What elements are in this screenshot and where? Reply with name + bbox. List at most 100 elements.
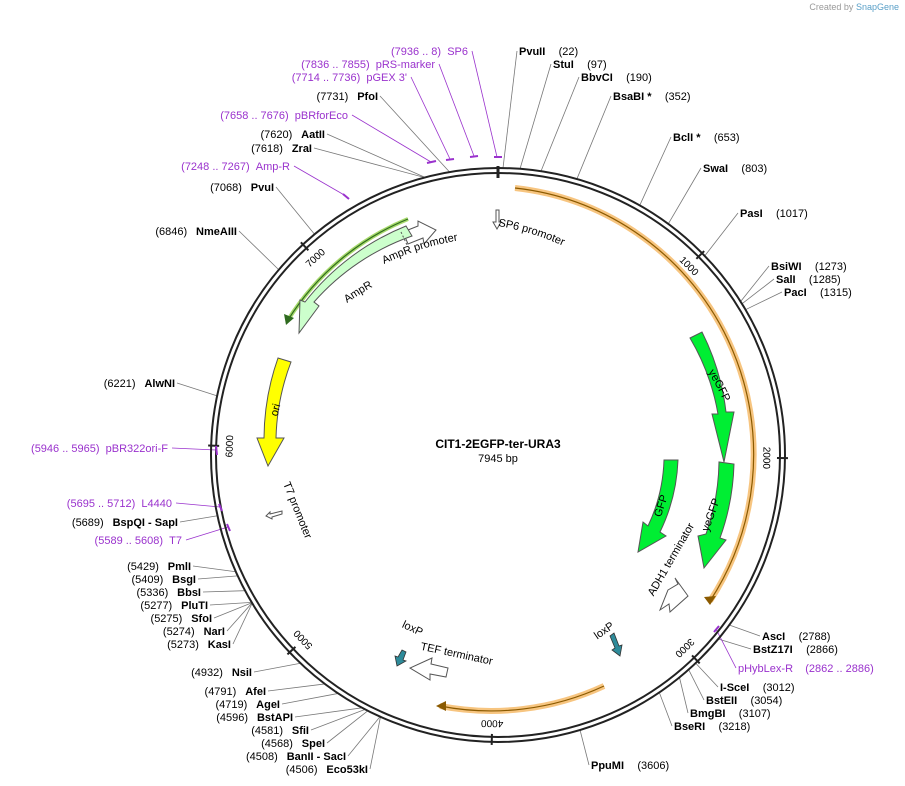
site-label-20: (4581) SfiI bbox=[251, 721, 309, 738]
ampr-promoter-arrow bbox=[402, 220, 437, 246]
site-position: (803) bbox=[741, 163, 767, 175]
site-position: (5275) bbox=[151, 613, 183, 625]
site-position: (6846) bbox=[155, 226, 187, 238]
site-leader-6 bbox=[704, 212, 739, 257]
site-leader-23 bbox=[267, 683, 325, 692]
site-leader-5 bbox=[667, 167, 702, 225]
site-position: (2866) bbox=[806, 644, 838, 656]
tick-mark-3000 bbox=[691, 654, 701, 665]
site-label-3: BsaBI * (352) bbox=[613, 87, 691, 104]
site-position: (1285) bbox=[809, 274, 841, 286]
ampr-highlight-line bbox=[287, 218, 409, 321]
site-name: SfiI bbox=[292, 725, 309, 737]
site-leader-21 bbox=[294, 707, 363, 718]
site-name: BbsI bbox=[177, 587, 201, 599]
tick-label-4000: 4000 bbox=[480, 717, 503, 728]
tef-terminator-arrow bbox=[408, 657, 449, 681]
primer-leader-0 bbox=[471, 50, 498, 158]
site-label-32: (5689) BspQI - SapI bbox=[72, 513, 178, 530]
site-name: BstZ17I bbox=[753, 644, 793, 656]
gfp-arrow bbox=[637, 459, 679, 553]
site-leader-32 bbox=[179, 515, 218, 523]
snapgene-credit: Created by SnapGene bbox=[809, 2, 899, 12]
feature-label-ori: ori bbox=[269, 403, 284, 418]
site-label-24: (4932) NsiI bbox=[191, 663, 252, 680]
site-name: AlwNI bbox=[144, 378, 175, 390]
site-position: (1315) bbox=[820, 287, 852, 299]
site-position: (5409) bbox=[131, 574, 163, 586]
site-label-35: (7068) PvuI bbox=[210, 178, 274, 195]
site-leader-13 bbox=[688, 669, 705, 701]
plasmid-name: CIT1-2EGFP-ter-URA3 bbox=[435, 437, 561, 451]
tick-mark-1000 bbox=[695, 250, 705, 260]
site-leader-7 bbox=[740, 265, 770, 302]
site-leader-16 bbox=[579, 729, 590, 766]
site-label-16: PpuMI (3606) bbox=[591, 756, 669, 773]
site-position: (5274) bbox=[163, 626, 195, 638]
tick-label-6000: 6000 bbox=[224, 435, 236, 458]
site-leader-19 bbox=[326, 710, 369, 744]
site-leader-20 bbox=[310, 709, 366, 731]
site-leader-0 bbox=[502, 50, 518, 169]
site-position: (4506) bbox=[286, 764, 318, 776]
ampr-highlight-arrow bbox=[284, 314, 294, 325]
site-label-29: (5336) BbsI bbox=[136, 583, 201, 600]
primer-label-7: (5589 .. 5608) T7 bbox=[95, 535, 182, 547]
primer-label-0: (7936 .. 8) SP6 bbox=[391, 46, 468, 58]
site-name: BspQI - SapI bbox=[113, 517, 178, 529]
site-position: (22) bbox=[559, 46, 579, 58]
feature-label-t7-promoter: T7 promoter bbox=[280, 480, 314, 540]
site-label-12: I-SceI (3012) bbox=[720, 678, 795, 695]
primer-label-5: (5946 .. 5965) pBR322ori-F bbox=[31, 443, 168, 455]
site-name: Eco53kI bbox=[326, 764, 368, 776]
site-name: PfoI bbox=[357, 91, 378, 103]
site-leader-37 bbox=[326, 133, 426, 178]
site-position: (7731) bbox=[317, 91, 349, 103]
site-position: (3012) bbox=[763, 682, 795, 694]
site-name: BstAPI bbox=[257, 712, 293, 724]
site-leader-26 bbox=[226, 602, 253, 632]
site-leader-36 bbox=[313, 147, 425, 178]
site-label-10: AscI (2788) bbox=[762, 627, 830, 644]
primer-leader-8 bbox=[715, 628, 737, 669]
site-position: (4568) bbox=[261, 738, 293, 750]
site-position: (5336) bbox=[136, 587, 168, 599]
site-name: PvuI bbox=[251, 182, 274, 194]
site-position: (6221) bbox=[104, 378, 136, 390]
site-leader-17 bbox=[369, 716, 381, 770]
site-label-14: BmgBI (3107) bbox=[690, 704, 771, 721]
ori-arrow bbox=[256, 357, 292, 468]
site-name: BsaBI * bbox=[613, 91, 652, 103]
site-leader-10 bbox=[729, 624, 761, 637]
site-label-8: SalI (1285) bbox=[776, 270, 841, 287]
site-leader-35 bbox=[275, 186, 315, 235]
primer-label-6: (5695 .. 5712) L4440 bbox=[67, 498, 172, 510]
site-leader-15 bbox=[658, 692, 673, 727]
highlight-region-outer-line bbox=[514, 187, 755, 602]
site-position: (5689) bbox=[72, 517, 104, 529]
yegfp-arrow-2 bbox=[697, 461, 735, 570]
site-leader-33 bbox=[176, 382, 218, 397]
site-name: NsiI bbox=[232, 667, 252, 679]
site-label-27: (5275) SfoI bbox=[151, 609, 212, 626]
site-label-38: (7731) PfoI bbox=[317, 87, 378, 104]
site-leader-4 bbox=[639, 136, 672, 206]
primer-labels: (7936 .. 8) SP6(7836 .. 7855) pRS-marker… bbox=[31, 46, 874, 675]
primer-label-4: (7248 .. 7267) Amp-R bbox=[181, 161, 290, 173]
site-label-4: BclI * (653) bbox=[673, 128, 740, 145]
site-position: (7068) bbox=[210, 182, 242, 194]
site-label-5: SwaI (803) bbox=[703, 159, 767, 176]
primer-leader-1 bbox=[438, 63, 475, 157]
highlight-region-lower-arrow bbox=[436, 701, 446, 711]
site-leader-18 bbox=[347, 716, 381, 757]
snapgene-brand: SnapGene bbox=[855, 2, 899, 12]
site-label-31: (5429) PmlI bbox=[127, 557, 191, 574]
site-name: BseRI bbox=[674, 721, 705, 733]
site-position: (352) bbox=[665, 91, 691, 103]
site-name: PmlI bbox=[168, 561, 191, 573]
site-label-25: (5273) KasI bbox=[167, 635, 231, 652]
site-name: SalI bbox=[776, 274, 796, 286]
site-leader-29 bbox=[202, 590, 246, 593]
site-label-36: (7618) ZraI bbox=[251, 139, 312, 156]
